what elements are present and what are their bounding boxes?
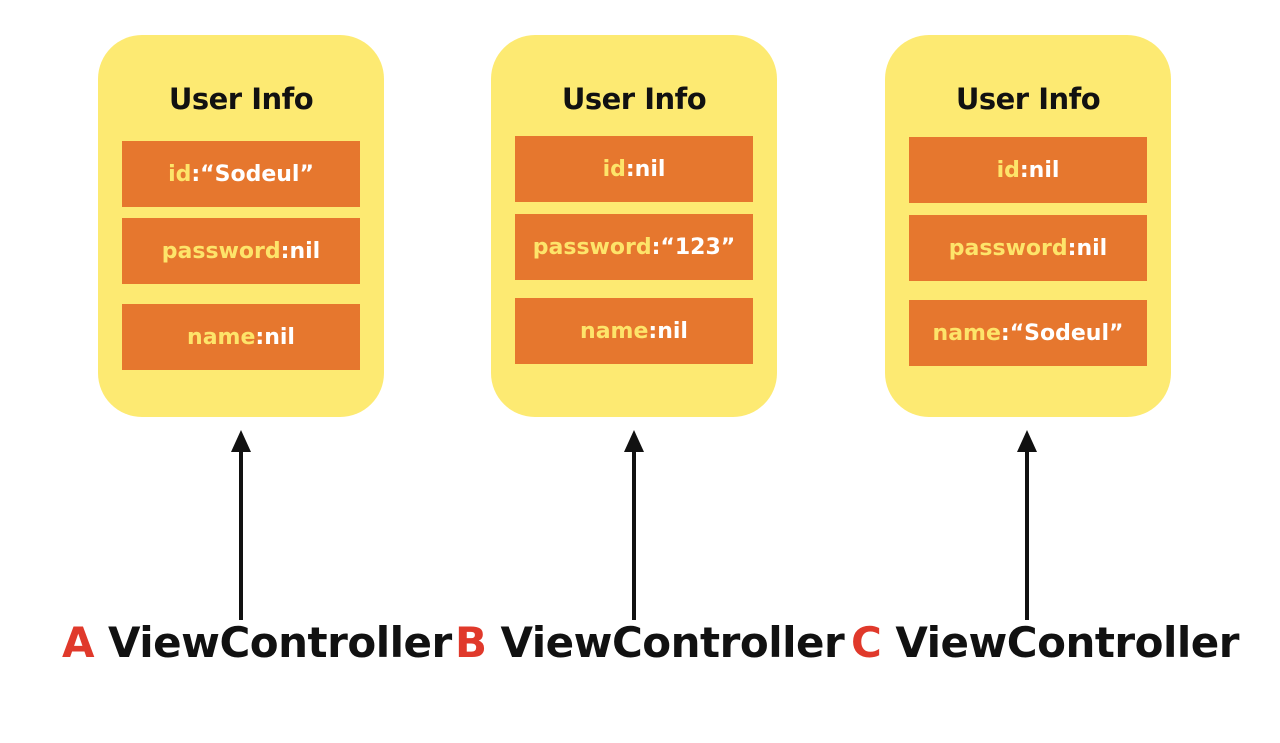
field-key: password (948, 235, 1068, 261)
controller-letter: C (851, 618, 882, 667)
user-info-card-c: User Info id : nil password : nil name :… (885, 35, 1171, 417)
field-id: id : “Sodeul” (122, 141, 360, 207)
field-value: nil (264, 324, 295, 350)
field-separator: : (1000, 320, 1010, 346)
card-title: User Info (168, 82, 314, 116)
card-title: User Info (561, 82, 707, 116)
field-key: name (932, 320, 1001, 346)
field-key: id (996, 157, 1020, 183)
field-name: name :nil (515, 298, 753, 364)
field-value: nil (1028, 157, 1060, 183)
field-key: name (580, 318, 649, 344)
field-value: nil (634, 156, 666, 182)
field-name: name :nil (122, 304, 360, 370)
field-separator: : (280, 238, 290, 264)
card-title: User Info (955, 82, 1101, 116)
field-password: password : “123” (515, 214, 753, 280)
controller-letter: B (455, 618, 487, 667)
field-separator: : (625, 156, 635, 182)
field-value: “Sodeul” (200, 161, 314, 187)
field-id: id : nil (515, 136, 753, 202)
arrow-up-icon (1017, 430, 1037, 620)
field-password: password : nil (909, 215, 1147, 281)
field-value: “Sodeul” (1009, 320, 1124, 346)
controller-name: ViewController (108, 618, 452, 667)
controller-letter: A (62, 618, 95, 667)
field-key: password (532, 234, 652, 260)
field-value: nil (1076, 235, 1108, 261)
field-value: nil (657, 318, 688, 344)
field-value: “123” (660, 234, 736, 260)
field-key: password (161, 238, 281, 264)
field-separator: : (191, 161, 201, 187)
field-password: password : nil (122, 218, 360, 284)
controller-name: ViewController (895, 618, 1239, 667)
field-separator: : (651, 234, 661, 260)
user-info-card-a: User Info id : “Sodeul” password : nil n… (98, 35, 384, 417)
field-key: id (602, 156, 626, 182)
field-separator: : (1067, 235, 1077, 261)
controller-name: ViewController (500, 618, 845, 667)
view-controller-label-a: A ViewController (62, 618, 452, 667)
field-id: id : nil (909, 137, 1147, 203)
view-controller-label-c: C ViewController (851, 618, 1239, 667)
field-key: name (187, 324, 256, 350)
field-value: nil (289, 238, 321, 264)
view-controller-label-b: B ViewController (455, 618, 845, 667)
field-name: name : “Sodeul” (909, 300, 1147, 366)
arrow-up-icon (624, 430, 644, 620)
field-separator: : (255, 324, 265, 350)
field-separator: : (648, 318, 658, 344)
arrow-up-icon (231, 430, 251, 620)
field-key: id (168, 161, 192, 187)
user-info-card-b: User Info id : nil password : “123” name… (491, 35, 777, 417)
field-separator: : (1019, 157, 1029, 183)
